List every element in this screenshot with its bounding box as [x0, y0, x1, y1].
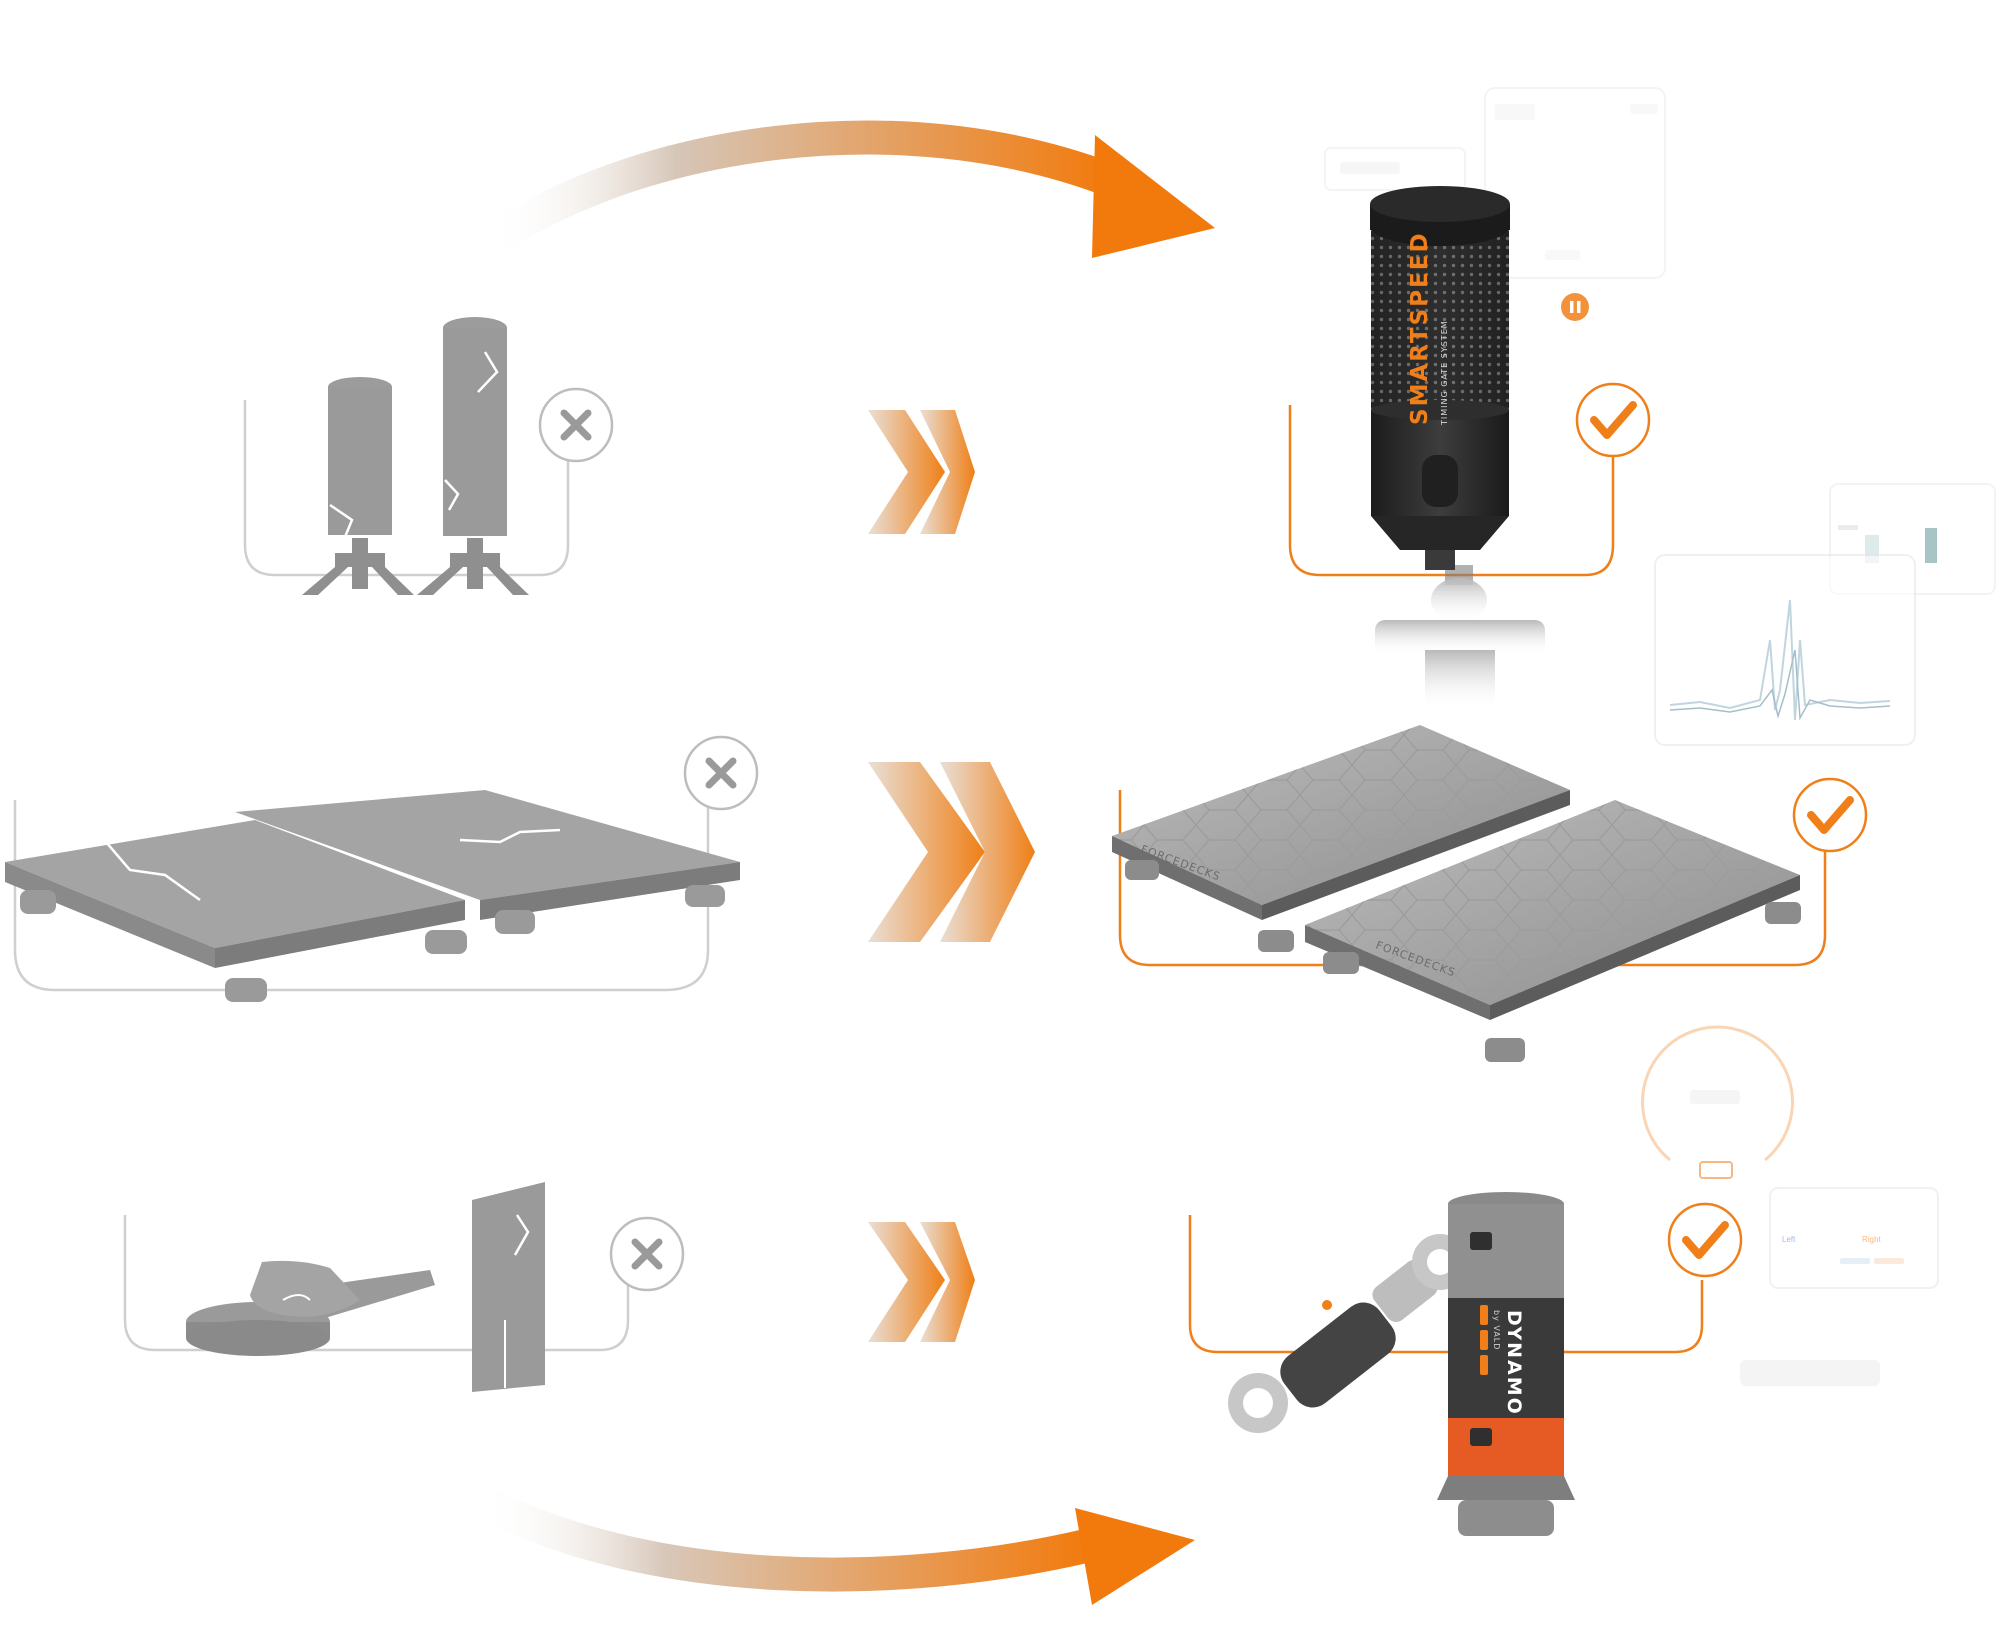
legacy-plates-status-badge — [683, 735, 759, 811]
dynamo-product: DYNAMO by VALD — [1188, 1192, 1743, 1536]
smartspeed-tripod — [1375, 565, 1545, 710]
legacy-handheld-device — [186, 1260, 435, 1356]
smartspeed-app-card-left — [1324, 147, 1466, 191]
legacy-gate-short — [302, 377, 414, 595]
dynamo-handle-attachment — [1228, 1234, 1468, 1433]
double-chevron-right-icon — [868, 1222, 975, 1342]
dynamo-gauge-card — [1641, 1025, 1794, 1179]
legacy-handle-post — [472, 1182, 545, 1392]
forcedecks-status-badge — [1792, 777, 1868, 853]
dynamo-by-text: by VALD — [1492, 1310, 1501, 1350]
legacy-gates-status-badge — [538, 387, 614, 463]
smartspeed-status-badge — [1575, 382, 1651, 458]
dynamo-status-badge — [1667, 1202, 1743, 1278]
legacy-dynamometer — [123, 1182, 685, 1392]
forcedecks-plate-right: FORCEDECKS — [1305, 800, 1801, 1062]
checkmark-icon — [1590, 401, 1637, 439]
dynamo-ui-tab-right: Right — [1862, 1235, 1881, 1244]
top-flow-arrow — [480, 120, 1215, 258]
legacy-gate-tall — [417, 317, 529, 595]
smartspeed-brand-text: SMARTSPEED — [1407, 231, 1433, 425]
dynamo-brand-text: DYNAMO — [1503, 1310, 1525, 1416]
double-chevron-right-icon — [868, 762, 1035, 942]
smartspeed-subtitle-text: TIMING GATE SYSTEM — [1440, 320, 1449, 426]
pause-icon — [1561, 293, 1589, 321]
forcedecks-plate-left: FORCEDECKS — [1112, 725, 1570, 952]
dynamo-ui-tab-left: Left — [1782, 1235, 1796, 1244]
double-chevron-right-icon — [868, 410, 975, 534]
cross-icon — [560, 409, 592, 441]
legacy-force-plates — [5, 735, 759, 1002]
smartspeed-app-card-right — [1484, 87, 1666, 279]
dynamo-device: DYNAMO by VALD — [1437, 1192, 1575, 1536]
cross-icon — [705, 757, 737, 789]
forcedecks-product: FORCEDECKS FORCEDECKS — [1112, 725, 1868, 1062]
smartspeed-product: SMARTSPEED TIMING GATE SYSTEM — [1288, 87, 1666, 710]
checkmark-icon — [1682, 1221, 1729, 1259]
cross-icon — [631, 1238, 663, 1270]
dynamo-ui-pill — [1740, 1360, 1880, 1386]
bottom-flow-arrow — [472, 1484, 1195, 1605]
checkmark-icon — [1807, 796, 1854, 834]
dynamo-app-card: Left Right — [1769, 1187, 1939, 1289]
force-trace-chart-card — [1654, 554, 1916, 746]
legacy-dynamometer-status-badge — [609, 1216, 685, 1292]
legacy-timing-gates — [243, 317, 614, 595]
